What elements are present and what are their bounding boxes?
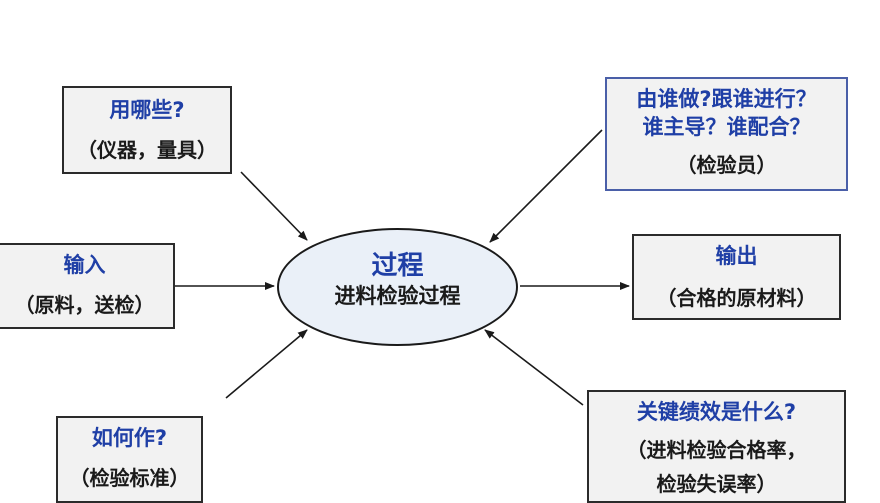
who-subtitle: （检验员） (676, 153, 777, 177)
process-title: 过程 (371, 251, 424, 281)
method-subtitle: （检验标准） (69, 466, 190, 490)
kpi-line2: 检验失误率） (656, 472, 777, 496)
box-tools: 用哪些? （仪器，量具） (62, 86, 232, 174)
tools-subtitle: （仪器，量具） (77, 138, 217, 162)
output-title: 输出 (715, 244, 758, 268)
kpi-line1: （进料检验合格率， (626, 438, 807, 462)
box-input: 输入 （原料，送检） (0, 243, 175, 329)
arrow-bottom-right (484, 329, 584, 406)
who-line2: 谁主导？谁配合？ (642, 115, 811, 139)
box-method: 如何作? （检验标准） (56, 416, 203, 503)
who-line1: 由谁做?跟谁进行？ (636, 87, 817, 111)
process-ellipse: 过程 进料检验过程 (277, 228, 518, 346)
box-output: 输出 （合格的原材料） (632, 234, 841, 320)
input-subtitle: （原料，送检） (14, 293, 155, 317)
input-title: 输入 (63, 253, 106, 277)
process-subtitle: 进料检验过程 (334, 284, 461, 308)
kpi-title: 关键绩效是什么? (636, 400, 797, 424)
output-subtitle: （合格的原材料） (656, 286, 817, 310)
arrow-top-right (489, 129, 603, 243)
arrow-bottom-left (225, 329, 308, 399)
tools-title: 用哪些? (109, 98, 185, 122)
arrow-top-left (240, 171, 308, 241)
box-kpi: 关键绩效是什么? （进料检验合格率， 检验失误率） (587, 390, 846, 503)
method-title: 如何作? (91, 426, 168, 450)
box-who: 由谁做?跟谁进行？ 谁主导？谁配合？ （检验员） (605, 77, 848, 191)
